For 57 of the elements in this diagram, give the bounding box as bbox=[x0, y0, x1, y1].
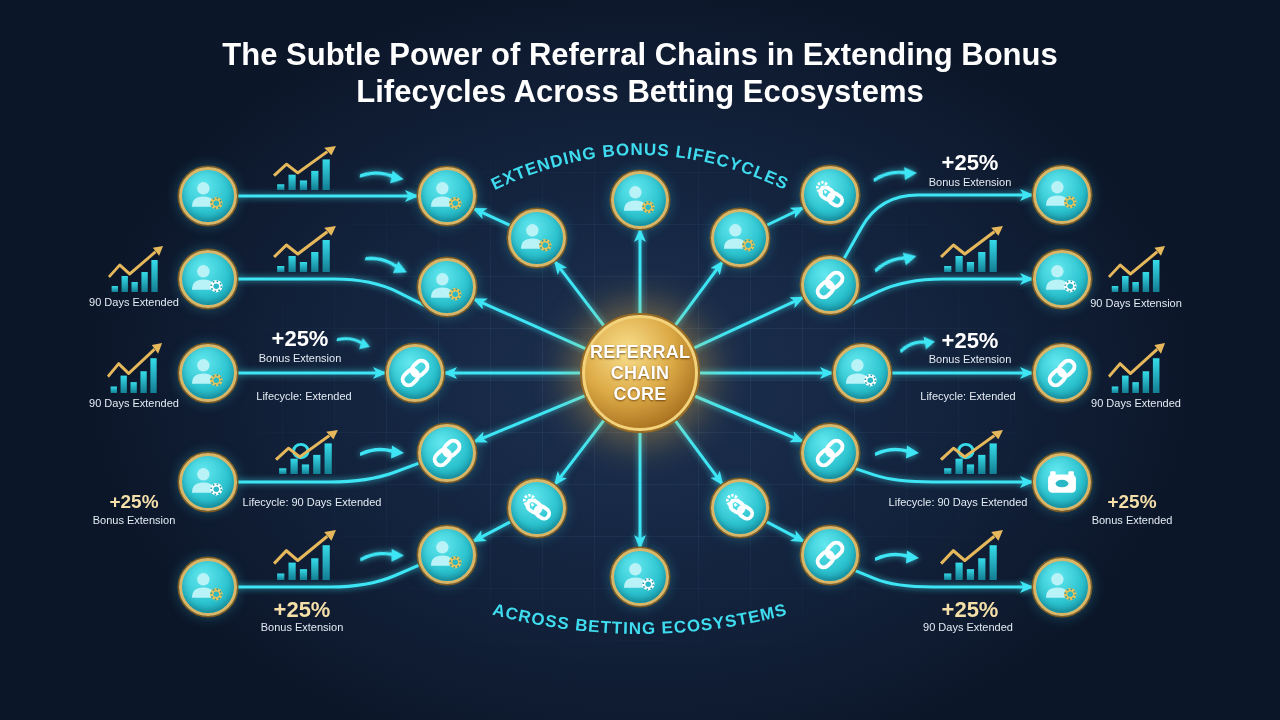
node-circle bbox=[711, 209, 769, 267]
caption-text: 90 Days Extended bbox=[89, 397, 179, 410]
bonus-percentage: +25% bbox=[109, 492, 159, 513]
node-circle bbox=[418, 258, 476, 316]
caption-text: Bonus Extension bbox=[260, 621, 344, 634]
title: The Subtle Power of Referral Chains in Extending Bonus Lifecycles Across Betting Ecosystems bbox=[221, 36, 1059, 110]
node-circle bbox=[1033, 166, 1091, 224]
node-circle bbox=[386, 344, 444, 402]
node-circle bbox=[179, 250, 237, 308]
caption-text: Bonus Extension bbox=[928, 176, 1012, 189]
node-circle bbox=[179, 344, 237, 402]
arrow bbox=[472, 393, 588, 444]
node-circle bbox=[711, 479, 769, 537]
node-circle bbox=[508, 479, 566, 537]
arrow bbox=[764, 206, 806, 227]
node-circle bbox=[418, 167, 476, 225]
bonus-percentage: +25% bbox=[1107, 492, 1157, 513]
node-circle bbox=[179, 167, 237, 225]
node-circle bbox=[418, 526, 476, 584]
node-circle bbox=[1033, 250, 1091, 308]
caption-text: Bonus Extension bbox=[928, 353, 1012, 366]
caption-text: Lifecycle: Extended bbox=[920, 390, 1016, 403]
caption-text: Bonus Extended bbox=[1091, 514, 1173, 527]
node-circle bbox=[1033, 344, 1091, 402]
node-circle bbox=[1033, 558, 1091, 616]
caption-text: Bonus Extension bbox=[92, 514, 176, 527]
node-circle bbox=[508, 209, 566, 267]
arrow bbox=[764, 519, 806, 544]
bonus-percentage: +25% bbox=[941, 151, 999, 176]
arrow bbox=[692, 394, 805, 444]
caption-text: Lifecycle: Extended bbox=[256, 390, 352, 403]
arrow bbox=[673, 418, 725, 487]
node-circle bbox=[179, 453, 237, 511]
node-circle bbox=[801, 256, 859, 314]
node-circle bbox=[179, 558, 237, 616]
bonus-percentage: +25% bbox=[271, 327, 329, 352]
caption-text: 90 Days Extension bbox=[1090, 297, 1182, 310]
node-circle bbox=[611, 171, 669, 229]
bonus-percentage: +25% bbox=[941, 598, 999, 623]
bonus-percentage: +25% bbox=[273, 598, 331, 623]
hub-circle bbox=[582, 315, 698, 431]
hub-label: REFERRAL CHAIN CORE bbox=[589, 341, 691, 405]
arrow bbox=[471, 519, 513, 544]
arrow bbox=[673, 259, 725, 328]
bonus-percentage: +25% bbox=[941, 329, 999, 354]
node-circle bbox=[418, 424, 476, 482]
node-circle bbox=[611, 548, 669, 606]
caption-text: 90 Days Extended bbox=[923, 621, 1013, 634]
arrow bbox=[471, 206, 513, 228]
node-circle bbox=[1033, 453, 1091, 511]
node-circle bbox=[801, 424, 859, 482]
caption-text: 90 Days Extended bbox=[89, 296, 179, 309]
node-circle bbox=[801, 166, 859, 224]
caption-text: Bonus Extension bbox=[258, 352, 342, 365]
node-circle bbox=[833, 344, 891, 402]
caption-text: 90 Days Extended bbox=[1091, 397, 1181, 410]
node-circle bbox=[801, 526, 859, 584]
